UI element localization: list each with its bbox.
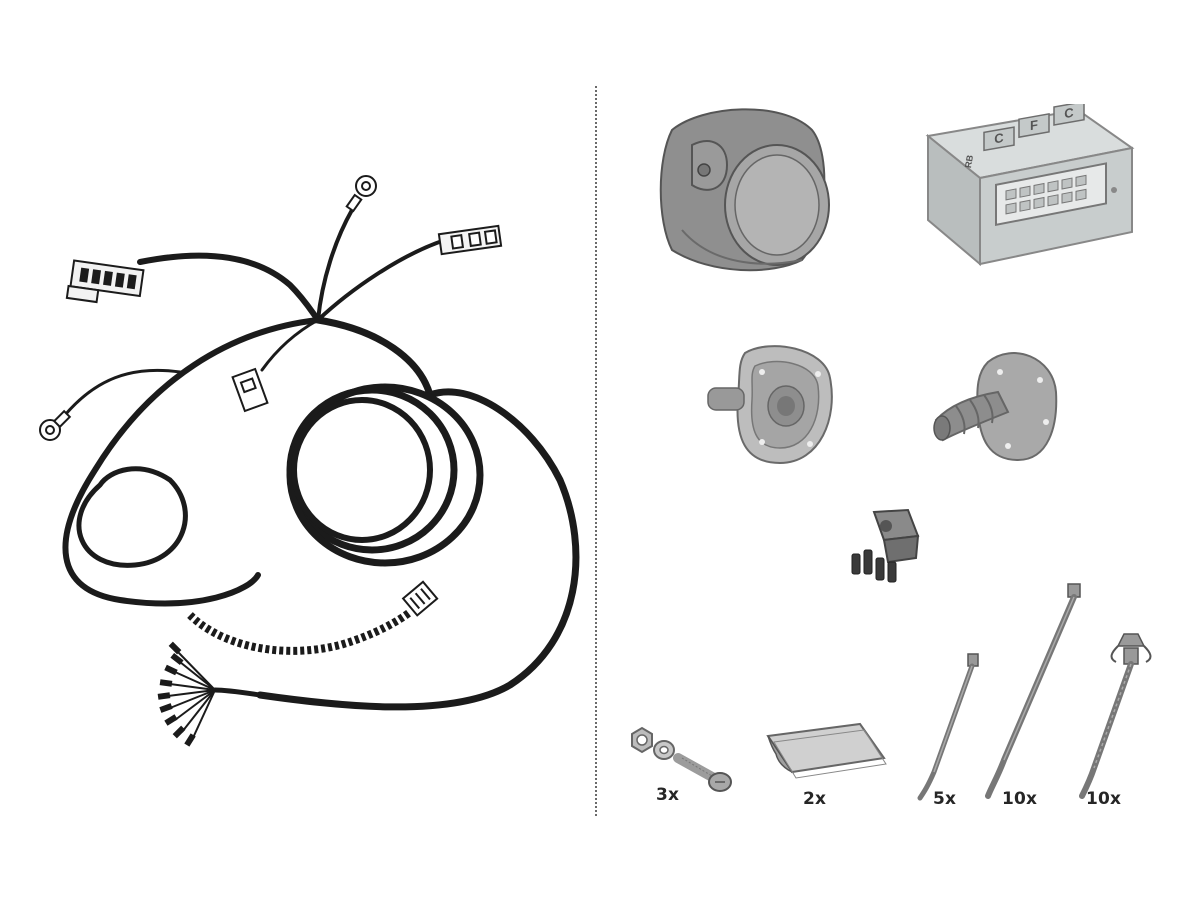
wiring-harness-illustration: [39, 175, 580, 747]
section-divider: [595, 86, 597, 816]
adhesive-pads: [766, 722, 887, 779]
trailer-socket: [659, 108, 830, 272]
clip-tie-quantity: 10x: [1086, 789, 1122, 809]
loose-wire-ends: [157, 641, 216, 747]
cfc-logo-mark: C F C RB: [963, 104, 1085, 169]
flat-connector: [437, 224, 503, 256]
socket-gasket: [707, 345, 833, 465]
pad-quantity: 2x: [803, 789, 827, 809]
small-tie-quantity: 5x: [933, 789, 957, 809]
small-connector: [231, 367, 269, 413]
cable-tie-small: [917, 653, 979, 801]
long-tie-quantity: 10x: [1002, 789, 1038, 809]
ring-terminal-top: [345, 175, 377, 213]
corrugated-sleeve: [187, 608, 413, 655]
multi-pin-connector: [65, 259, 145, 304]
cable-tie-long: [985, 583, 1081, 799]
logo-letter-2: F: [1030, 117, 1038, 133]
cable-grommet: [933, 352, 1058, 462]
bolt-and-nut-set: [631, 726, 732, 792]
ring-terminal-left: [39, 409, 72, 441]
control-module: C F C RB: [925, 104, 1135, 267]
logo-letter-3: C: [1064, 105, 1074, 122]
logo-letter-1: C: [994, 130, 1004, 147]
sleeve-end-connector: [401, 580, 439, 617]
logo-side-mark: RB: [963, 154, 975, 169]
cable-tie-clip: [1079, 633, 1152, 799]
relay-connector: [851, 508, 920, 583]
bolt-quantity: 3x: [656, 785, 680, 805]
